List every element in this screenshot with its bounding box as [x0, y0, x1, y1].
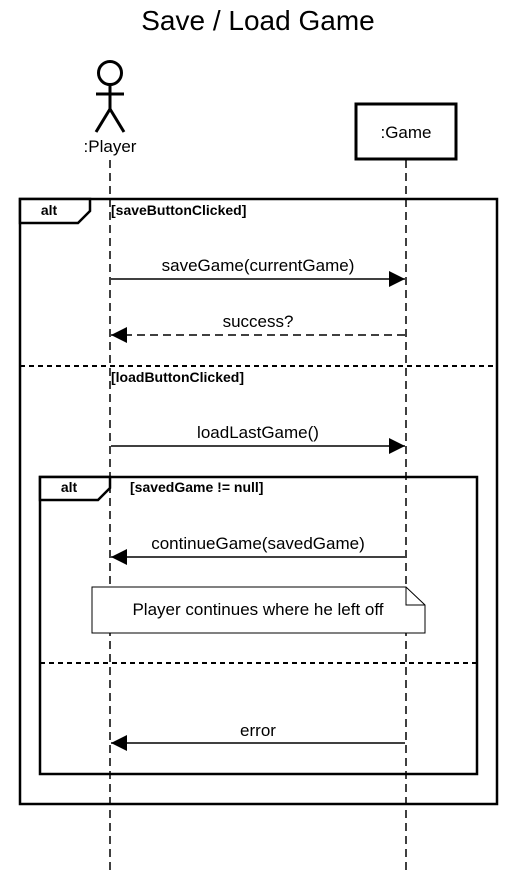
- message-load-last-game-label: loadLastGame(): [197, 423, 319, 442]
- outer-guard-save: [saveButtonClicked]: [111, 202, 246, 218]
- message-save-game-label: saveGame(currentGame): [162, 256, 355, 275]
- inner-alt-operator: alt: [61, 479, 78, 495]
- inner-alt-fragment: [38, 475, 479, 776]
- message-error-label: error: [240, 721, 276, 740]
- player-actor-icon: [94, 60, 126, 133]
- message-success-label: success?: [223, 312, 294, 331]
- outer-alt-operator: alt: [41, 202, 58, 218]
- inner-guard-saved-game: [savedGame != null]: [130, 479, 263, 495]
- game-participant-box: [354, 102, 458, 161]
- outer-guard-load: [loadButtonClicked]: [111, 369, 244, 385]
- diagram-title: Save / Load Game: [141, 5, 374, 36]
- note-box: [91, 586, 426, 634]
- game-lifeline-label: :Game: [380, 123, 431, 142]
- note-text: Player continues where he left off: [132, 600, 383, 619]
- outer-alt-fragment: [18, 197, 499, 806]
- outer-alt-operator-tab: [18, 197, 92, 225]
- inner-alt-operator-tab: [38, 475, 112, 502]
- player-lifeline-label: :Player: [84, 137, 137, 156]
- message-continue-game-label: continueGame(savedGame): [151, 534, 365, 553]
- note-folded-corner: [405, 587, 425, 606]
